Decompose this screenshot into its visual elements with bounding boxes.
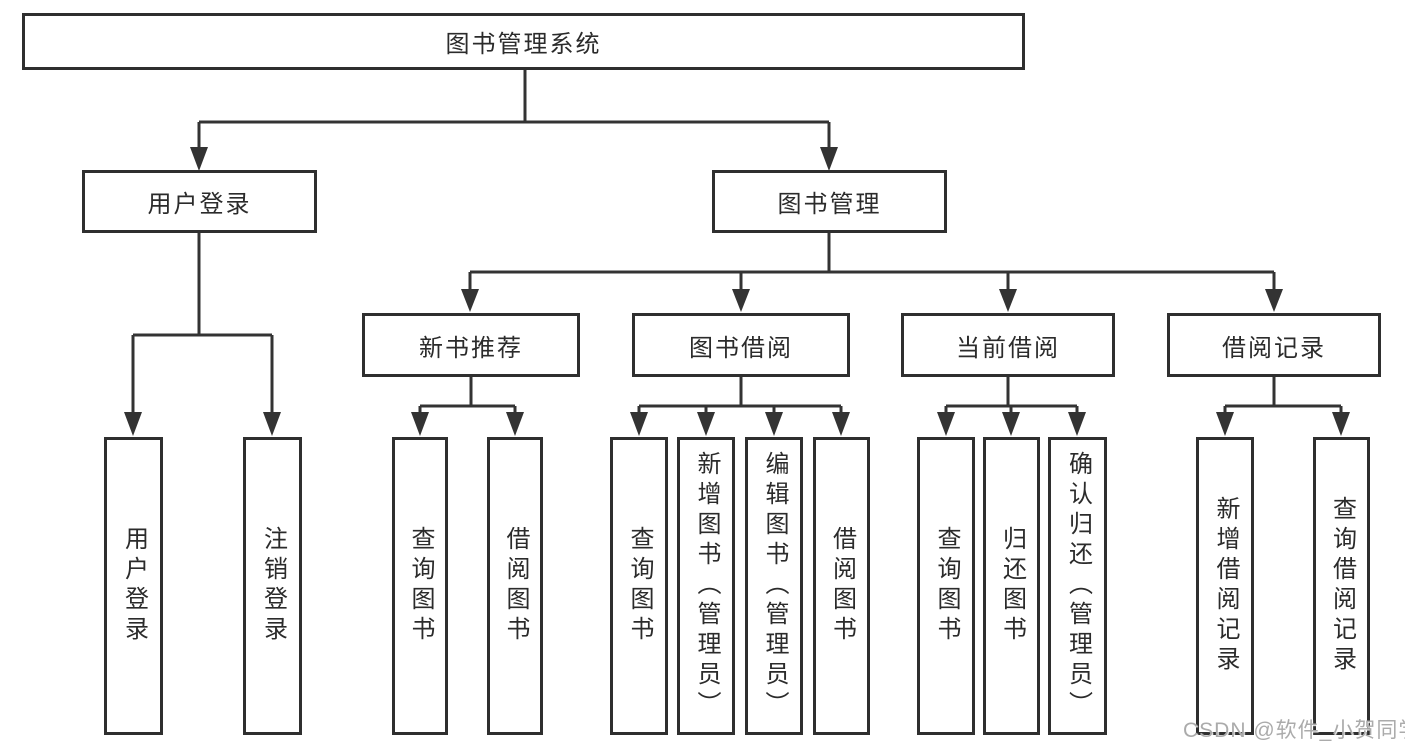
node-new-book-recommendation: 新书推荐 (362, 313, 580, 377)
leaf-query-borrow-record: 查询借阅记录 (1313, 437, 1370, 735)
leaf-edit-books-admin: 编辑图书（管理员） (745, 437, 803, 735)
node-user-login: 用户登录 (82, 170, 317, 233)
leaf-return-books: 归还图书 (983, 437, 1040, 735)
node-borrowing-records: 借阅记录 (1167, 313, 1381, 377)
node-root-library-management-system: 图书管理系统 (22, 13, 1025, 70)
node-book-borrowing: 图书借阅 (632, 313, 850, 377)
leaf-logout: 注销登录 (243, 437, 302, 735)
node-current-borrowing: 当前借阅 (901, 313, 1115, 377)
leaf-borrow-books-recommend: 借阅图书 (487, 437, 543, 735)
csdn-watermark: CSDN @软件_小贺同学 (1183, 719, 1405, 742)
leaf-query-books-recommend: 查询图书 (392, 437, 448, 735)
leaf-add-borrow-record: 新增借阅记录 (1196, 437, 1254, 735)
leaf-user-login: 用户登录 (104, 437, 163, 735)
leaf-confirm-return-admin: 确认归还（管理员） (1048, 437, 1107, 735)
leaf-add-books-admin: 新增图书（管理员） (677, 437, 735, 735)
leaf-borrow-books-borrowing: 借阅图书 (813, 437, 870, 735)
leaf-query-books-current: 查询图书 (917, 437, 975, 735)
leaf-query-books-borrowing: 查询图书 (610, 437, 668, 735)
node-book-management: 图书管理 (712, 170, 947, 233)
